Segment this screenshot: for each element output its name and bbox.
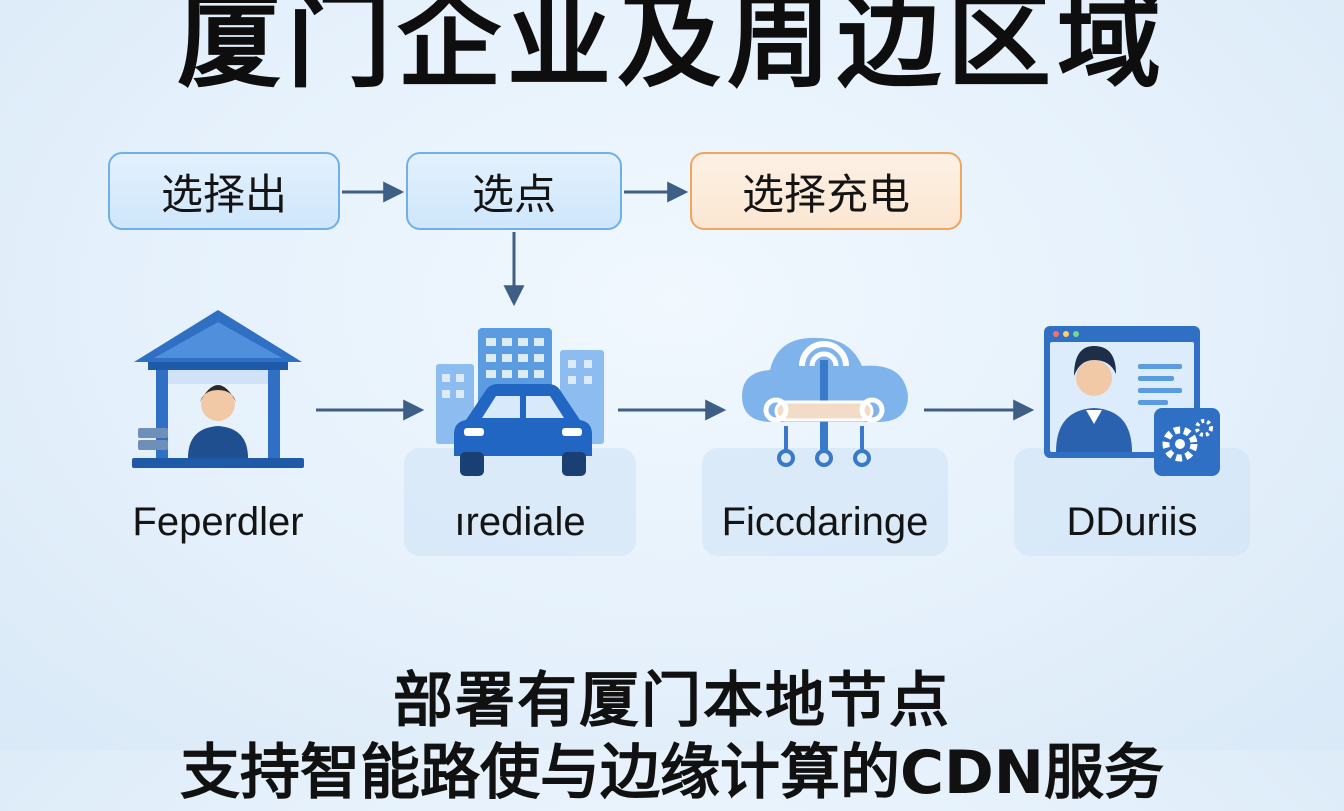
step-box-2: 选点 [406, 152, 622, 230]
node-panel-2 [404, 448, 636, 556]
user-dashboard-icon [1044, 326, 1220, 476]
connector-arrows [316, 181, 1035, 421]
step-box-3: 选择充电 [690, 152, 962, 230]
caption-line-1: 部署有厦门本地节点 [393, 666, 951, 736]
step-label-2: 选点 [471, 169, 556, 219]
step-label-3: 选择充电 [741, 169, 910, 219]
node-label-1: Feperdler [132, 500, 304, 544]
step-box-1: 选择出 [108, 152, 340, 230]
page-title: 厦门企业及周边区域 [176, 0, 1167, 102]
city-car-icon [436, 328, 604, 476]
node-label-4: DDuriis [1066, 500, 1198, 544]
node-label-2: ırediale [454, 500, 586, 544]
cloud-network-icon [742, 337, 908, 467]
step-label-1: 选择出 [160, 169, 287, 219]
caption-line-2: 支持智能路使与边缘计算的CDN服务 [179, 738, 1165, 808]
service-booth-icon [132, 310, 304, 468]
node-label-3: Ficcdaringe [721, 500, 929, 544]
